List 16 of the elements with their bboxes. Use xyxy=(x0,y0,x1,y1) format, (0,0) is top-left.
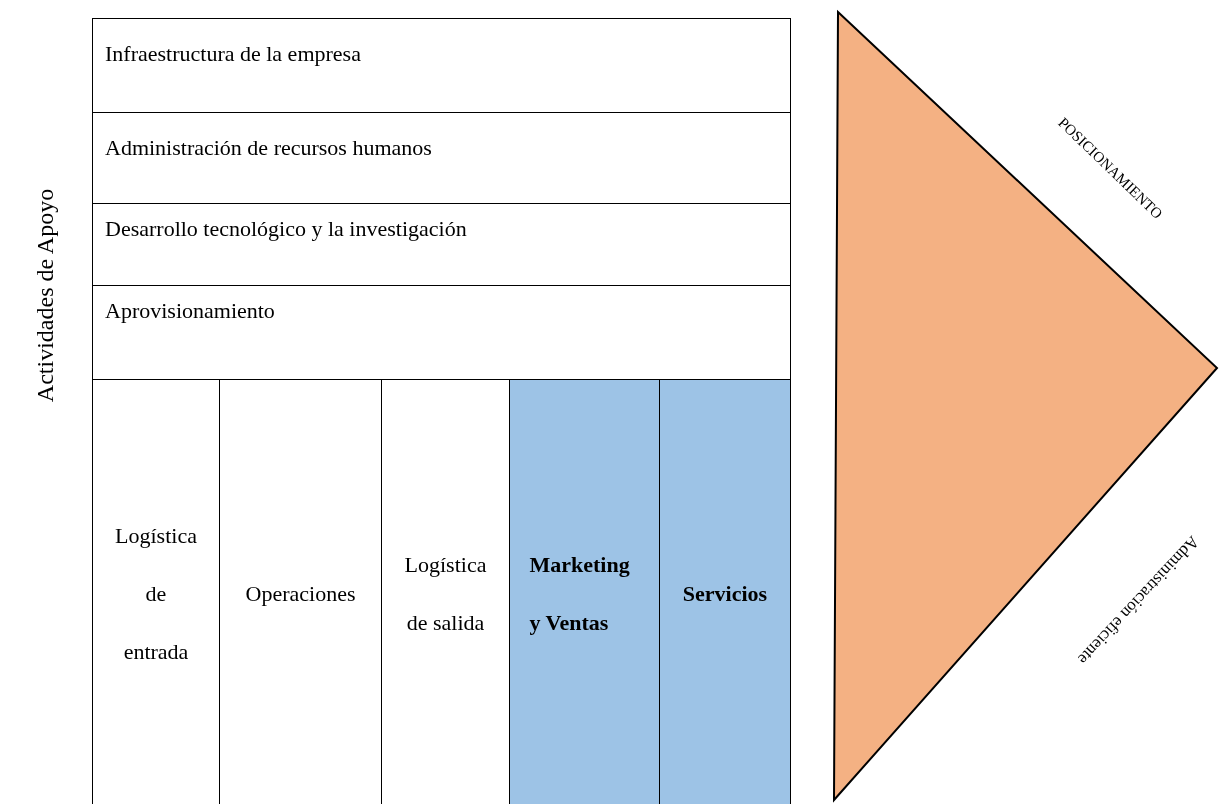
support-activity-row xyxy=(92,18,791,113)
primary-activity-column xyxy=(659,379,791,804)
activity-label: Administración de recursos humanos xyxy=(105,135,432,160)
support-activity-row xyxy=(92,112,791,204)
activity-label: Infraestructura de la empresa xyxy=(105,41,361,66)
activity-label: Logística de salida xyxy=(403,551,488,637)
activity-label: Marketing y Ventas xyxy=(529,551,631,637)
primary-activity-column xyxy=(509,379,660,804)
triangle-shape xyxy=(833,9,1219,803)
activity-label: Logística de entrada xyxy=(114,522,198,666)
activity-label: Servicios xyxy=(682,580,768,608)
activity-label: Aprovisionamiento xyxy=(105,298,275,323)
activity-label: Desarrollo tecnológico y la investigación xyxy=(105,216,467,241)
activity-label: Operaciones xyxy=(245,580,356,608)
side-label: Actividades de Apoyo xyxy=(31,188,59,402)
support-activity-row xyxy=(92,203,791,286)
